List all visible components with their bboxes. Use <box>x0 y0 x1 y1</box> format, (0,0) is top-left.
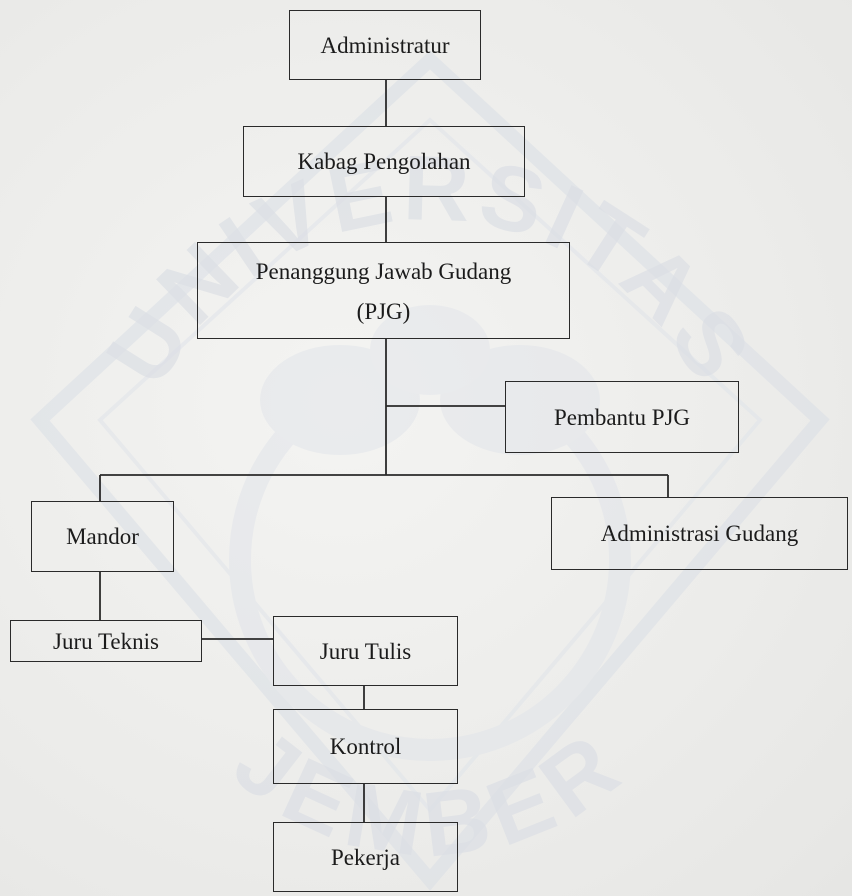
node-kontrol: Kontrol <box>273 709 458 784</box>
node-mandor: Mandor <box>31 501 174 572</box>
node-administratur-label: Administratur <box>320 32 450 58</box>
node-pjg-label-line2: (PJG) <box>356 299 411 325</box>
node-pjg-label-line1: Penanggung Jawab Gudang <box>255 258 512 284</box>
node-juru-teknis-label: Juru Teknis <box>53 628 159 654</box>
node-kontrol-label: Kontrol <box>329 734 402 759</box>
node-administrasi-gudang: Administrasi Gudang <box>551 497 848 570</box>
node-administrasi-gudang-label: Administrasi Gudang <box>600 521 799 546</box>
node-kabag-pengolahan-label: Kabag Pengolahan <box>297 149 471 174</box>
node-juru-tulis-label: Juru Tulis <box>319 638 412 664</box>
node-pembantu-pjg-label: Pembantu PJG <box>553 404 691 430</box>
node-juru-teknis: Juru Teknis <box>10 620 202 662</box>
node-administratur: Administratur <box>289 10 481 80</box>
node-pekerja-label: Pekerja <box>331 844 400 870</box>
node-pekerja: Pekerja <box>273 822 458 892</box>
node-mandor-label: Mandor <box>66 524 139 549</box>
node-juru-tulis: Juru Tulis <box>273 616 458 686</box>
node-pembantu-pjg: Pembantu PJG <box>505 381 739 453</box>
node-penanggung-jawab-gudang: Penanggung Jawab Gudang (PJG) <box>197 242 570 339</box>
node-kabag-pengolahan: Kabag Pengolahan <box>243 126 525 197</box>
